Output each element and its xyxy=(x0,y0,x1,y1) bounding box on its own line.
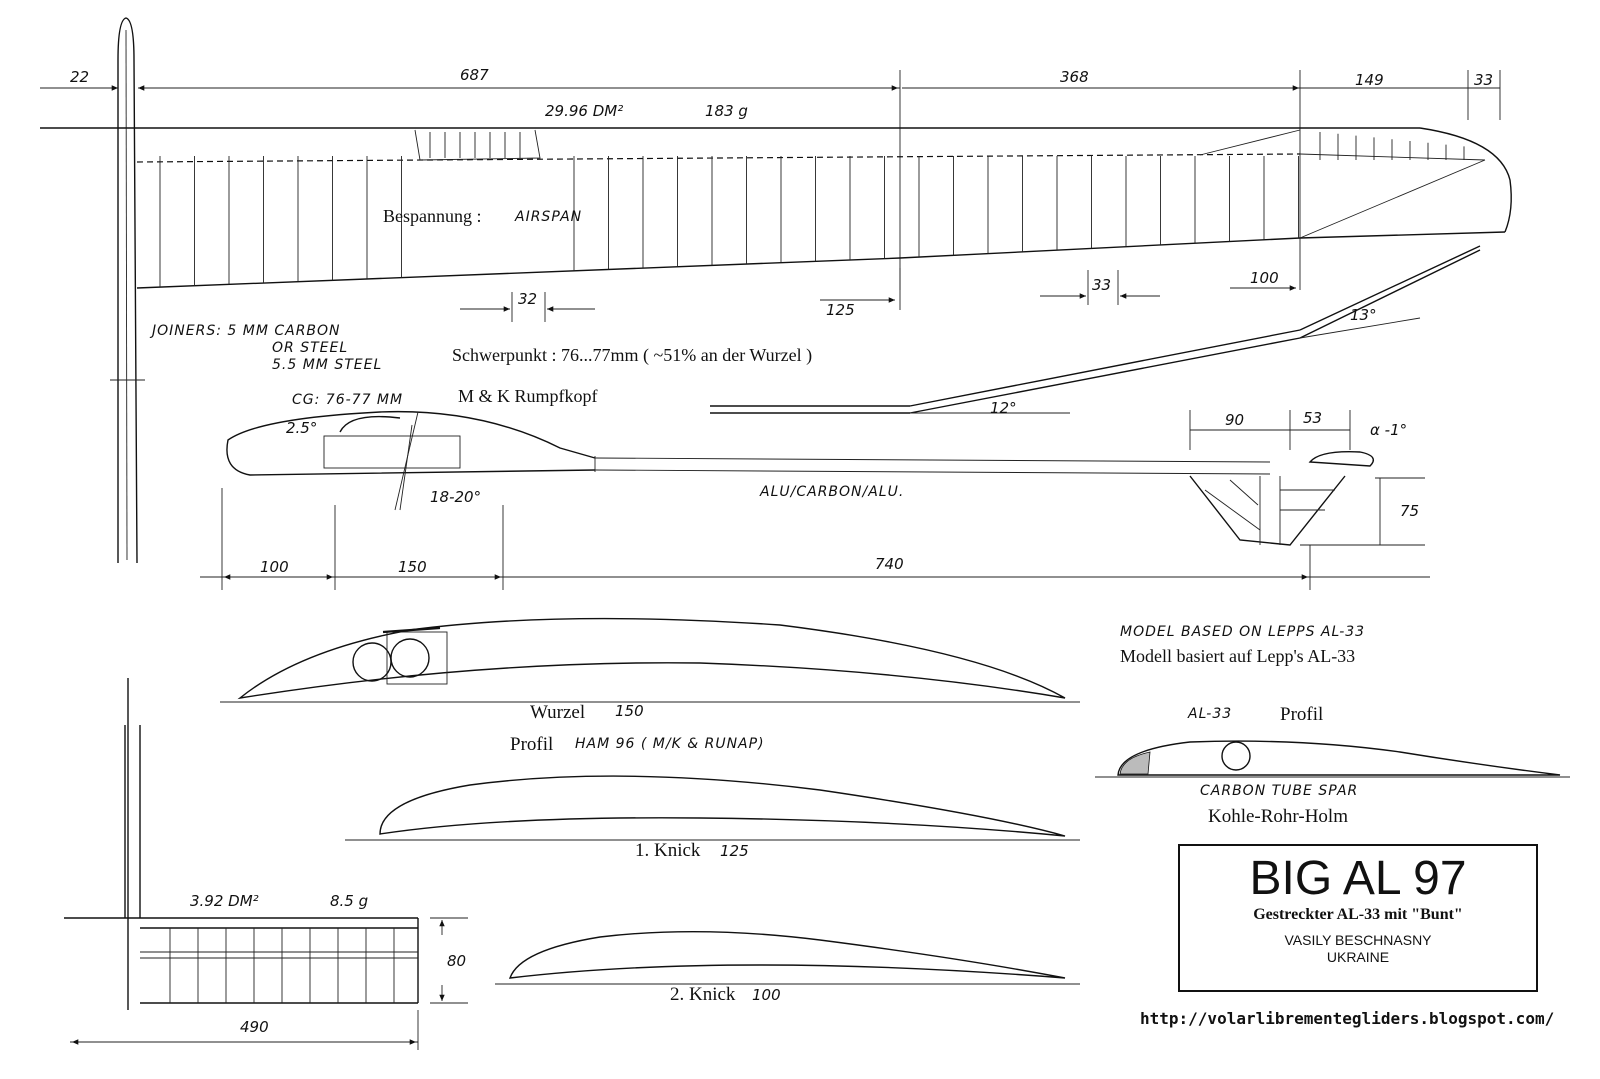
knick1-label: 1. Knick xyxy=(635,840,701,861)
knick1-airfoil: 1. Knick 125 xyxy=(345,775,1080,861)
joiners-line-2: OR STEEL xyxy=(272,340,348,356)
spar-label-de: Kohle-Rohr-Holm xyxy=(1208,806,1348,827)
knick2-airfoil: 2. Knick 100 xyxy=(495,930,1080,1005)
angle-13: 13° xyxy=(1350,306,1377,324)
joiners-line-3: 5.5 MM STEEL xyxy=(272,357,382,373)
al33-name: AL-33 xyxy=(1187,706,1232,722)
stabilizer: 3.92 DM² 8.5 g 80 490 xyxy=(64,678,468,1050)
wing-span-dimensions: 22 687 368 149 33 xyxy=(40,66,1501,290)
dim-33-tip: 33 xyxy=(1474,71,1493,89)
fuselage-top-view xyxy=(110,17,145,564)
joiners-line-1: JOINERS: 5 MM CARBON xyxy=(149,323,341,339)
designer-country: UKRAINE xyxy=(1326,949,1390,965)
profile-name: HAM 96 ( M/K & RUNAP) xyxy=(575,736,765,752)
dim-149: 149 xyxy=(1355,71,1384,89)
title-block: BIG AL 97 Gestreckter AL-33 mit "Bunt" V… xyxy=(1178,844,1538,992)
wing-planform: Bespannung : AIRSPAN 29.96 DM² 183 g xyxy=(40,102,1512,289)
fus-dim-90: 90 xyxy=(1225,411,1244,429)
model-basis-note: MODEL BASED ON LEPPS AL-33 Modell basier… xyxy=(1120,624,1365,666)
dim-368: 368 xyxy=(1060,68,1089,86)
wing-area: 29.96 DM² xyxy=(545,102,623,120)
knick2-chord: 100 xyxy=(752,986,781,1004)
fus-dim-100: 100 xyxy=(260,558,289,576)
dim-22: 22 xyxy=(70,68,89,86)
incidence: α -1° xyxy=(1370,421,1407,439)
root-label: Wurzel xyxy=(530,702,585,723)
wing-weight: 183 g xyxy=(705,102,748,120)
spar-label-en: CARBON TUBE SPAR xyxy=(1200,783,1358,799)
covering-label: Bespannung : xyxy=(383,206,482,226)
wing-chord-dimensions: 32 125 33 100 xyxy=(460,268,1296,322)
root-airfoil: Wurzel 150 Profil HAM 96 ( M/K & RUNAP) xyxy=(220,617,1080,755)
based-note-en: MODEL BASED ON LEPPS AL-33 xyxy=(1120,624,1365,640)
based-note-de: Modell basiert auf Lepp's AL-33 xyxy=(1120,646,1355,666)
dihedral-view: 12° 13° xyxy=(710,245,1481,417)
wing-ribs xyxy=(159,132,1465,288)
stab-area: 3.92 DM² xyxy=(190,892,259,910)
fus-dim-75: 75 xyxy=(1400,502,1419,520)
dim-32: 32 xyxy=(518,290,537,308)
stab-dim-490: 490 xyxy=(240,1018,269,1036)
drawing-title: BIG AL 97 xyxy=(1249,852,1467,905)
stab-dim-80: 80 xyxy=(447,952,466,970)
source-url[interactable]: http://volarlibrementegliders.blogspot.c… xyxy=(1140,1009,1555,1028)
fuselage-dimensions: 100 150 740 90 53 α -1° 75 xyxy=(200,409,1430,590)
notes: JOINERS: 5 MM CARBON OR STEEL 5.5 MM STE… xyxy=(149,323,812,408)
dim-33-chord: 33 xyxy=(1092,276,1111,294)
fuselage-side-view: 2.5° 18-20° ALU/CARBON/ALU. xyxy=(226,410,1374,546)
stab-weight: 8.5 g xyxy=(330,892,368,910)
cg-note-en: CG: 76-77 MM xyxy=(292,392,403,408)
drawing-subtitle: Gestreckter AL-33 mit "Bunt" xyxy=(1253,906,1463,923)
covering-material: AIRSPAN xyxy=(514,209,582,225)
cg-note-de: Schwerpunkt : 76...77mm ( ~51% an der Wu… xyxy=(452,345,812,366)
dim-100: 100 xyxy=(1250,269,1279,287)
angle-12: 12° xyxy=(990,399,1017,417)
stabilizer-ribs xyxy=(169,928,395,1003)
boom-material: ALU/CARBON/ALU. xyxy=(759,484,904,500)
dim-687: 687 xyxy=(460,66,489,84)
knick1-chord: 125 xyxy=(720,842,749,860)
angle-18-20: 18-20° xyxy=(430,488,481,506)
angle-2-5: 2.5° xyxy=(286,419,317,437)
profile-label: Profil xyxy=(510,734,553,755)
fus-dim-53: 53 xyxy=(1303,409,1322,427)
dim-125: 125 xyxy=(826,301,855,319)
fus-dim-740: 740 xyxy=(875,555,904,573)
al33-airfoil: AL-33 Profil CARBON TUBE SPAR Kohle-Rohr… xyxy=(1095,704,1570,827)
knick2-label: 2. Knick xyxy=(670,984,736,1005)
root-chord: 150 xyxy=(615,702,644,720)
fus-dim-150: 150 xyxy=(398,558,427,576)
al33-profile-label: Profil xyxy=(1280,704,1323,725)
designer-name: VASILY BESCHNASNY xyxy=(1284,932,1432,948)
pod-label: M & K Rumpfkopf xyxy=(458,386,598,406)
